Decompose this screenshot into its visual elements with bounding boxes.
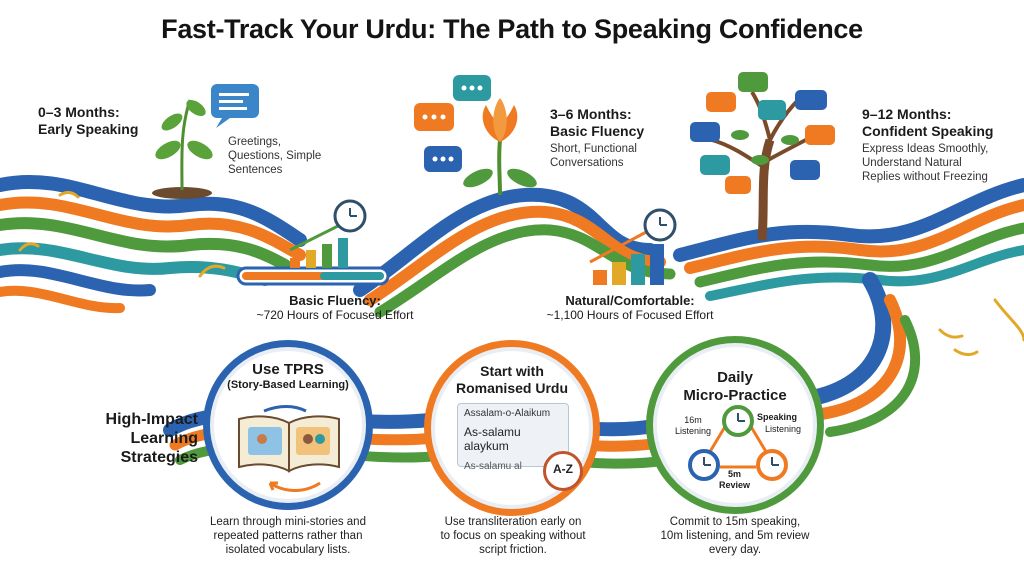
strategy-romanised-circle: Start with Romanised Urdu Assalam-o-Alai… xyxy=(424,340,600,516)
milestone-natural: Natural/Comfortable: ~1,100 Hours of Foc… xyxy=(546,293,714,323)
strategy-micro-practice-caption: Commit to 15m speaking, 10m listening, a… xyxy=(660,516,810,556)
stage-title: 0–3 Months: xyxy=(38,104,120,120)
strategy-romanised-caption: Use transliteration early on to focus on… xyxy=(440,516,586,556)
clock-label-listening-left: 16m Listening xyxy=(675,415,712,436)
stage-confident-speaking: 9–12 Months: Confident Speaking Express … xyxy=(862,106,1012,184)
clock-cycle-icon xyxy=(688,405,788,481)
stage-title: 3–6 Months: xyxy=(550,106,632,122)
cycle-arrow-icon xyxy=(268,481,321,492)
page-title: Fast-Track Your Urdu: The Path to Speaki… xyxy=(161,14,863,44)
clock-label-speaking: Speaking Listening xyxy=(757,412,802,434)
az-badge: A-Z xyxy=(543,451,583,491)
story-book-icon xyxy=(238,405,340,473)
stage-subtitle: Basic Fluency xyxy=(550,123,645,139)
strategy-tprs-caption: Learn through mini-stories and repeated … xyxy=(210,516,366,556)
milestone-basic-fluency: Basic Fluency: ~720 Hours of Focused Eff… xyxy=(256,293,414,323)
stage-basic-fluency: 3–6 Months: Basic Fluency Short, Functio… xyxy=(550,106,670,170)
stage-description: Greetings, Questions, Simple Sentences xyxy=(228,136,322,176)
strategy-tprs-circle: Use TPRS (Story-Based Learning) xyxy=(203,340,373,510)
stage-early-speaking: 0–3 Months: Early Speaking xyxy=(38,104,168,138)
strategies-heading: High-Impact Learning Strategies xyxy=(105,411,198,466)
stage-title: 9–12 Months: xyxy=(862,106,952,122)
strategy-micro-practice-circle: Daily Micro-Practice 16m Listening Speak… xyxy=(646,336,824,514)
stage-subtitle: Confident Speaking xyxy=(862,123,994,139)
clock-label-review: 5m Review xyxy=(719,469,751,490)
stage-subtitle: Early Speaking xyxy=(38,121,139,137)
transliteration-card: Assalam-o-Alaikum As-salamu alaykum As-s… xyxy=(457,403,569,472)
